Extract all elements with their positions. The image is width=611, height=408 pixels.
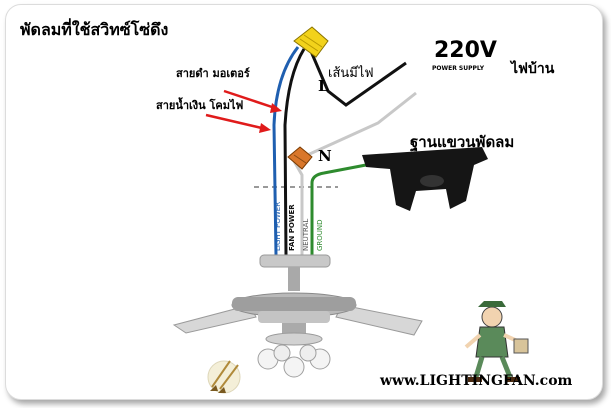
fan-canopy-icon — [259, 254, 331, 291]
ground-wire — [310, 163, 367, 255]
neutral-label: NEUTRAL — [302, 219, 310, 251]
wiring-diagram: พัดลมที่ใช้สวิทซ์โซ่ดึง สายดำ มอเตอร์ สา… — [20, 18, 573, 394]
mount-bracket-label: ฐานแขวนพัดลม — [410, 133, 514, 152]
black-wire-arrow — [223, 89, 282, 113]
neutral-wire — [292, 160, 304, 255]
blue-wire-arrow — [205, 113, 271, 133]
ceiling-fan-icon — [172, 292, 423, 378]
yellow-wire-nut-icon — [293, 26, 329, 58]
mount-bracket-icon — [362, 147, 488, 211]
diagram-title: พัดลมที่ใช้สวิทซ์โซ่ดึง — [20, 18, 168, 39]
diagram-frame: พัดลมที่ใช้สวิทซ์โซ่ดึง สายดำ มอเตอร์ สา… — [5, 4, 603, 400]
worker-mascot-icon — [464, 301, 529, 382]
blue-wire-label: สายน้ำเงิน โคมไฟ — [156, 97, 244, 112]
fan-power-wire — [283, 48, 306, 256]
light-power-wire — [272, 46, 300, 256]
light-power-label: LIGHT POWER — [274, 202, 282, 251]
orange-wire-nut-icon — [287, 146, 313, 170]
website-label: www.LIGHTINGFAN.com — [379, 373, 573, 389]
house-neutral-wire — [293, 91, 417, 163]
ground-label: GROUND — [316, 219, 324, 251]
house-power-label: ไฟบ้าน — [509, 59, 555, 77]
live-letter: L — [318, 77, 329, 95]
light-bulb-icon — [207, 360, 241, 394]
neutral-letter: N — [318, 147, 332, 165]
black-wire-label: สายดำ มอเตอร์ — [176, 67, 250, 80]
fan-power-label: FAN POWER — [288, 204, 296, 251]
voltage-label: 220V — [434, 38, 497, 63]
live-wire-label: เส้นมีไฟ — [328, 65, 374, 81]
house-live-wire — [308, 48, 407, 107]
power-supply-label: POWER SUPPLY — [432, 65, 485, 72]
